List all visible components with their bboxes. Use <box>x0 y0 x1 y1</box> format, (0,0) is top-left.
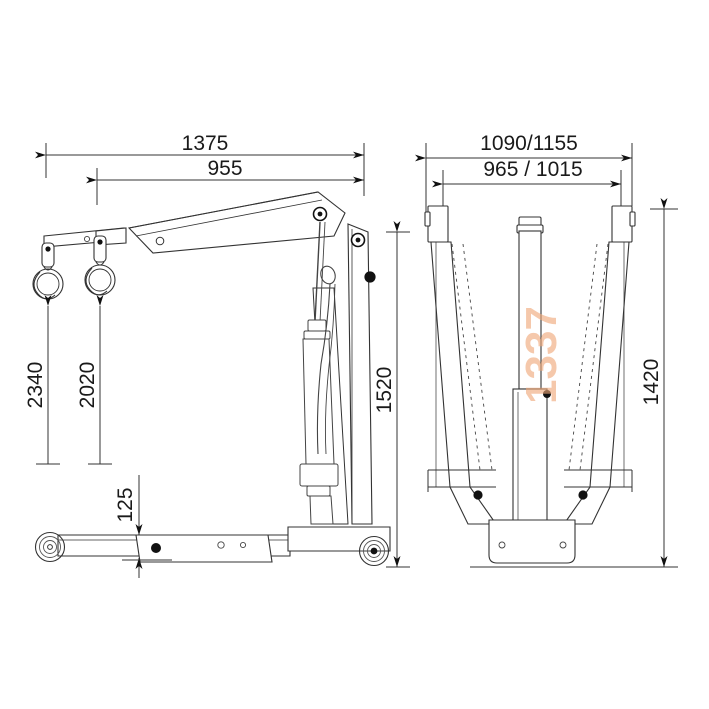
telescoping-boom <box>127 191 346 254</box>
hook-extended <box>84 235 116 296</box>
dimension-1090-1155: 1090/1155 <box>415 132 632 162</box>
caster-wheels <box>34 531 390 567</box>
dimension-965-1015: 965 / 1015 <box>432 158 621 188</box>
hook-retracted <box>32 242 64 300</box>
dimension-2020: 2020 <box>76 295 112 465</box>
dimension-1375-label: 1375 <box>182 132 229 155</box>
boom-inner-section <box>43 227 127 248</box>
dimension-witness-lines-top <box>45 143 365 205</box>
dimension-1090-1155-label: 1090/1155 <box>480 132 578 155</box>
base-legs <box>57 526 391 563</box>
hidden-edges <box>451 243 609 471</box>
dimension-955: 955 <box>86 157 364 184</box>
boom-pivot <box>312 206 328 222</box>
dimension-2340-label: 2340 <box>24 362 47 409</box>
watermark-text: 1337 <box>517 306 566 404</box>
front-left-leg <box>424 205 498 525</box>
vertical-mast <box>347 223 376 525</box>
dimension-1375: 1375 <box>35 132 364 159</box>
side-elevation-view: 1375 955 <box>24 132 410 578</box>
base-plate <box>488 519 576 564</box>
pump-handle-linkage <box>316 265 336 455</box>
dimension-1520: 1520 <box>373 221 410 568</box>
dimension-1420: 1420 <box>640 198 678 568</box>
front-mast <box>512 216 551 530</box>
dimension-2340: 2340 <box>24 295 60 465</box>
dimension-witness-lines-front <box>425 143 633 212</box>
dimension-1520-label: 1520 <box>373 367 396 414</box>
dimension-125: 125 <box>114 475 172 578</box>
dimension-955-label: 955 <box>207 157 242 180</box>
dimension-2020-label: 2020 <box>76 362 99 409</box>
dimension-125-label: 125 <box>114 487 137 522</box>
front-right-leg <box>562 205 636 525</box>
dimension-965-1015-label: 965 / 1015 <box>483 158 582 181</box>
dimension-1420-label: 1420 <box>640 359 663 406</box>
front-elevation-view: 1090/1155 965 / 1015 <box>415 132 678 568</box>
